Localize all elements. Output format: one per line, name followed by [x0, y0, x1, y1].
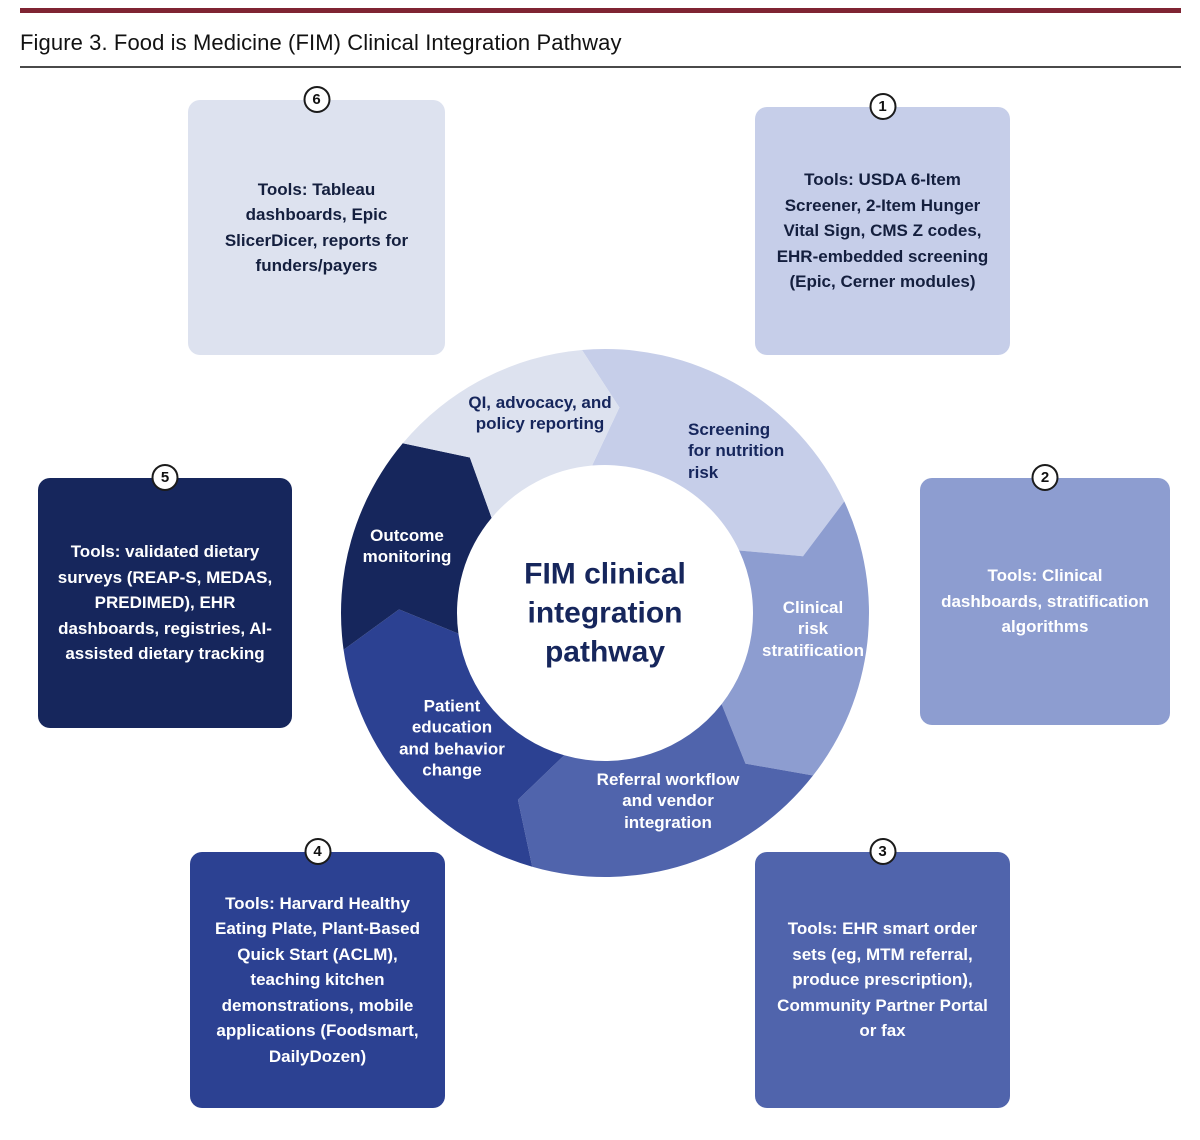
tools-label: Tools:: [225, 893, 275, 913]
tools-body: Tableau dashboards, Epic SlicerDicer, re…: [224, 179, 409, 276]
tools-label: Tools:: [70, 542, 121, 562]
tool-box-qi-reporting: 6 Tools: Tableau dashboards, Epic Slicer…: [188, 85, 445, 355]
step-number-badge-2: 2: [1031, 463, 1059, 491]
ring-segment-screening: [581, 348, 845, 557]
step-number-badge-5: 5: [151, 463, 179, 491]
step-number-badge-1: 1: [869, 92, 896, 120]
ring-label-referral-workflow: Referral workflow and vendor integration: [596, 770, 740, 832]
ring-label-outcome-monitoring: Outcome monitoring: [362, 525, 452, 566]
title-divider: [20, 66, 1181, 68]
ring-segment-clinical: [721, 501, 869, 776]
cycle-ring-diagram: [340, 348, 869, 877]
figure-top-rule: [20, 8, 1181, 13]
tools-label: Tools:: [787, 919, 838, 939]
ring-segment-outcome: [340, 443, 492, 650]
ring-label-qi-advocacy: QI, advocacy, and policy reporting: [468, 392, 612, 433]
tool-box-patient-education: 4 Tools: Harvard Healthy Eating Plate, P…: [190, 837, 445, 1108]
step-number-badge-4: 4: [304, 837, 331, 865]
tools-label: Tools:: [987, 566, 1038, 586]
tool-box-text: Tools: Tableau dashboards, Epic SlicerDi…: [206, 177, 427, 279]
tools-body: EHR smart order sets (eg, MTM referral, …: [777, 919, 988, 1041]
tool-box-text: Tools: Clinical dashboards, stratificati…: [938, 563, 1152, 640]
tool-box-referral-workflow: 3 Tools: EHR smart order sets (eg, MTM r…: [755, 837, 1010, 1108]
tools-body: Clinical dashboards, stratification algo…: [941, 566, 1149, 637]
tools-label: Tools:: [257, 179, 308, 199]
tools-body: validated dietary surveys (REAP-S, MEDAS…: [57, 542, 273, 664]
ring-segment-referral: [517, 704, 814, 877]
tool-box-text: Tools: EHR smart order sets (eg, MTM ref…: [773, 916, 992, 1044]
ring-segment-qi: [402, 350, 620, 518]
tool-box-outcome-monitoring: 5 Tools: validated dietary surveys (REAP…: [38, 463, 292, 728]
ring-label-clinical-risk: Clinical risk stratification: [761, 598, 865, 660]
tool-box-text: Tools: validated dietary surveys (REAP-S…: [56, 539, 274, 667]
tool-box-text: Tools: USDA 6-Item Screener, 2-Item Hung…: [773, 167, 992, 295]
step-number-badge-3: 3: [869, 837, 896, 865]
diagram-center-title: FIM clinical integration pathway: [524, 557, 686, 669]
ring-label-patient-education: Patient education and behavior change: [399, 696, 505, 780]
tools-body: Harvard Healthy Eating Plate, Plant-Base…: [215, 893, 420, 1066]
figure-title: Figure 3. Food is Medicine (FIM) Clinica…: [20, 30, 622, 55]
tool-box-clinical-stratification: 2 Tools: Clinical dashboards, stratifica…: [920, 463, 1170, 725]
tool-box-screening: 1 Tools: USDA 6-Item Screener, 2-Item Hu…: [755, 92, 1010, 355]
ring-label-screening: Screening for nutrition risk: [688, 420, 785, 482]
tool-box-text: Tools: Harvard Healthy Eating Plate, Pla…: [208, 891, 427, 1070]
ring-segment-education: [343, 609, 565, 867]
tools-label: Tools:: [804, 170, 854, 190]
tools-body: USDA 6-Item Screener, 2-Item Hunger Vita…: [776, 170, 989, 292]
step-number-badge-6: 6: [303, 85, 330, 113]
